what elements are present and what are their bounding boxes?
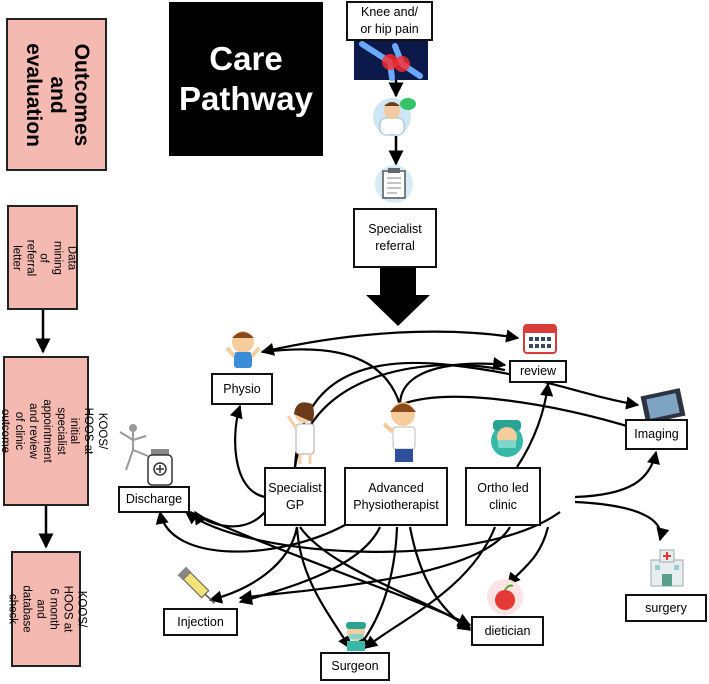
physiotherapist-person-icon <box>382 402 416 462</box>
care-pathway-title-box: Care Pathway <box>169 2 323 156</box>
physio-person-icon <box>225 331 261 368</box>
pathway-connectors <box>155 329 670 650</box>
specialist-referral-box: Specialist referral <box>353 208 437 268</box>
imaging-box: Imaging <box>625 419 688 450</box>
medicine-bottle-icon <box>147 449 173 486</box>
outcomes-heading-box: Outcomes and evaluation <box>6 18 107 171</box>
physio-box: Physio <box>211 373 273 405</box>
hospital-building-icon <box>650 549 684 587</box>
female-doctor-icon <box>286 402 315 464</box>
calendar-icon <box>523 324 557 354</box>
surgery-box: surgery <box>625 594 707 622</box>
dietician-box: dietician <box>471 616 544 646</box>
outcome-flow-arrows <box>35 310 54 549</box>
injection-box: Injection <box>163 608 238 636</box>
specialist-gp-box: Specialist GP <box>264 467 326 526</box>
advanced-physiotherapist-box: Advanced Physiotherapist <box>344 467 448 526</box>
surgeon-icon <box>346 622 366 651</box>
syringe-icon <box>177 566 215 604</box>
outcome-step-6month-koos: KOOS/ HOOS at 6 month and database check <box>6 551 87 667</box>
doctor-chat-icon <box>373 98 416 136</box>
xray-film-icon <box>640 388 686 424</box>
discharge-box: Discharge <box>118 486 190 513</box>
review-box: review <box>509 360 567 383</box>
care-pathway-title: Care Pathway <box>179 40 313 117</box>
ortho-led-clinic-box: Ortho led clinic <box>465 467 541 526</box>
outcome-step-initial-koos: KOOS/ HOOS at initial specialist appoint… <box>0 356 108 506</box>
clipboard-letter-icon <box>375 165 413 203</box>
yoga-pose-icon <box>119 424 149 471</box>
outcome-step-data-mining: Data mining of referral letter <box>7 205 78 310</box>
surgeon-mask-icon <box>491 420 523 457</box>
knee-hip-pain-box: Knee and/ or hip pain <box>346 1 433 41</box>
knee-pain-xray-icon <box>354 40 428 81</box>
surgeon-box: Surgeon <box>320 652 390 681</box>
apple-icon <box>487 579 523 615</box>
down-arrow-icon <box>366 268 430 326</box>
